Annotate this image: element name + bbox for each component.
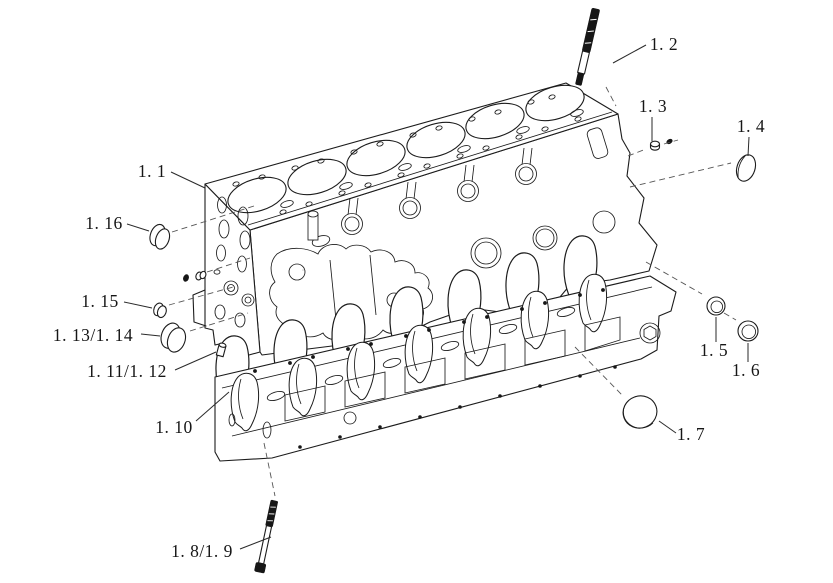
cup-plug-part-left-top xyxy=(149,223,171,250)
nut-part xyxy=(649,138,673,151)
part-callout-1-3: 1. 3 xyxy=(627,96,679,157)
seal-ring-part-a xyxy=(706,296,726,316)
main-bearing-bolt-part xyxy=(254,499,278,574)
axis-line-1-7 xyxy=(574,346,624,397)
leader-line-1-11-1-12 xyxy=(174,351,217,371)
stud-part xyxy=(575,7,600,86)
axis-line-1-13-1-14 xyxy=(189,312,249,332)
flange-slots xyxy=(266,306,576,402)
hex-plug-boss xyxy=(639,322,661,344)
leader-line-1-4 xyxy=(747,136,750,157)
part-label-1-4: 1. 4 xyxy=(737,116,765,136)
left-face-openings xyxy=(213,196,255,328)
leader-line-1-8-1-9 xyxy=(239,536,272,550)
part-callout-1-11-1-12: 1. 11/1. 12 xyxy=(87,351,217,381)
part-label-1-13-1-14: 1. 13/1. 14 xyxy=(53,325,133,345)
skirt-windows xyxy=(284,316,621,422)
loose-parts xyxy=(149,7,759,574)
pin-and-washer-parts xyxy=(183,270,207,282)
part-label-1-1: 1. 1 xyxy=(138,161,166,181)
cup-plug-part-left-small xyxy=(153,302,167,319)
leader-line-1-2 xyxy=(612,44,647,64)
axis-line-1-8-1-9 xyxy=(263,442,276,497)
part-label-1-5: 1. 5 xyxy=(700,340,728,360)
small-plug-part xyxy=(215,342,227,358)
part-callout-1-8-1-9: 1. 8/1. 9 xyxy=(171,442,276,561)
part-callout-1-4: 1. 4 xyxy=(629,116,765,188)
labels-layer: 1. 1 1. 2 1. 3 1. 4 1. 51. 6 1. 7 1. 8/1. 9 1. … xyxy=(53,34,765,561)
leader-line-1-13-1-14 xyxy=(140,333,161,337)
part-callout-1-15: 1. 15 xyxy=(81,257,251,311)
part-label-1-8-1-9: 1. 8/1. 9 xyxy=(171,541,233,561)
part-label-1-15: 1. 15 xyxy=(81,291,119,311)
axis-line-1-16 xyxy=(171,205,255,233)
leader-line-1-16 xyxy=(126,223,150,232)
part-label-1-16: 1. 16 xyxy=(85,213,123,233)
part-label-1-11-1-12: 1. 11/1. 12 xyxy=(87,361,167,381)
part-callout-1-16: 1. 16 xyxy=(85,205,255,233)
cylinder-block xyxy=(192,82,658,359)
axis-line-1-3 xyxy=(627,148,647,157)
leader-line-1-1 xyxy=(170,171,206,189)
part-callout-1-13-1-14: 1. 13/1. 14 xyxy=(53,312,249,345)
part-callout-1-5: 1. 5 xyxy=(645,261,728,360)
bedplate-body xyxy=(214,275,677,462)
part-callout-1-2: 1. 2 xyxy=(605,34,678,107)
leader-line-1-7 xyxy=(658,420,677,434)
leader-line-1-15 xyxy=(123,301,153,309)
seal-ring-part-b xyxy=(737,320,759,342)
axis-line-1-4 xyxy=(629,162,732,188)
axis-line-1-6 xyxy=(723,312,737,321)
axis-line-1-3 xyxy=(663,139,679,145)
cylinder-bores xyxy=(227,84,585,214)
flange-bolt-dots xyxy=(253,288,617,449)
crankcase-bedplate xyxy=(214,273,677,462)
part-callout-1-6: 1. 6 xyxy=(723,312,760,380)
part-callout-1-1: 1. 1 xyxy=(138,161,206,189)
cup-plug-part-bottom-right xyxy=(622,395,658,429)
part-label-1-10: 1. 10 xyxy=(155,417,193,437)
leader-line-1-10 xyxy=(195,391,230,422)
part-callout-1-7: 1. 7 xyxy=(574,346,705,444)
axis-line-1-15 xyxy=(206,257,251,273)
axis-line-1-2 xyxy=(605,86,617,107)
part-label-1-6: 1. 6 xyxy=(732,360,760,380)
part-label-1-2: 1. 2 xyxy=(650,34,678,54)
axis-line-1-5 xyxy=(645,261,703,295)
part-callout-1-10: 1. 10 xyxy=(155,391,230,437)
part-label-1-7: 1. 7 xyxy=(677,424,705,444)
part-label-1-3: 1. 3 xyxy=(639,96,667,116)
cup-plug-part-right-top xyxy=(735,154,757,182)
axis-line-1-15 xyxy=(168,286,234,306)
cup-plug-part-left-large xyxy=(160,322,187,353)
deck-bolt-holes xyxy=(232,94,584,215)
